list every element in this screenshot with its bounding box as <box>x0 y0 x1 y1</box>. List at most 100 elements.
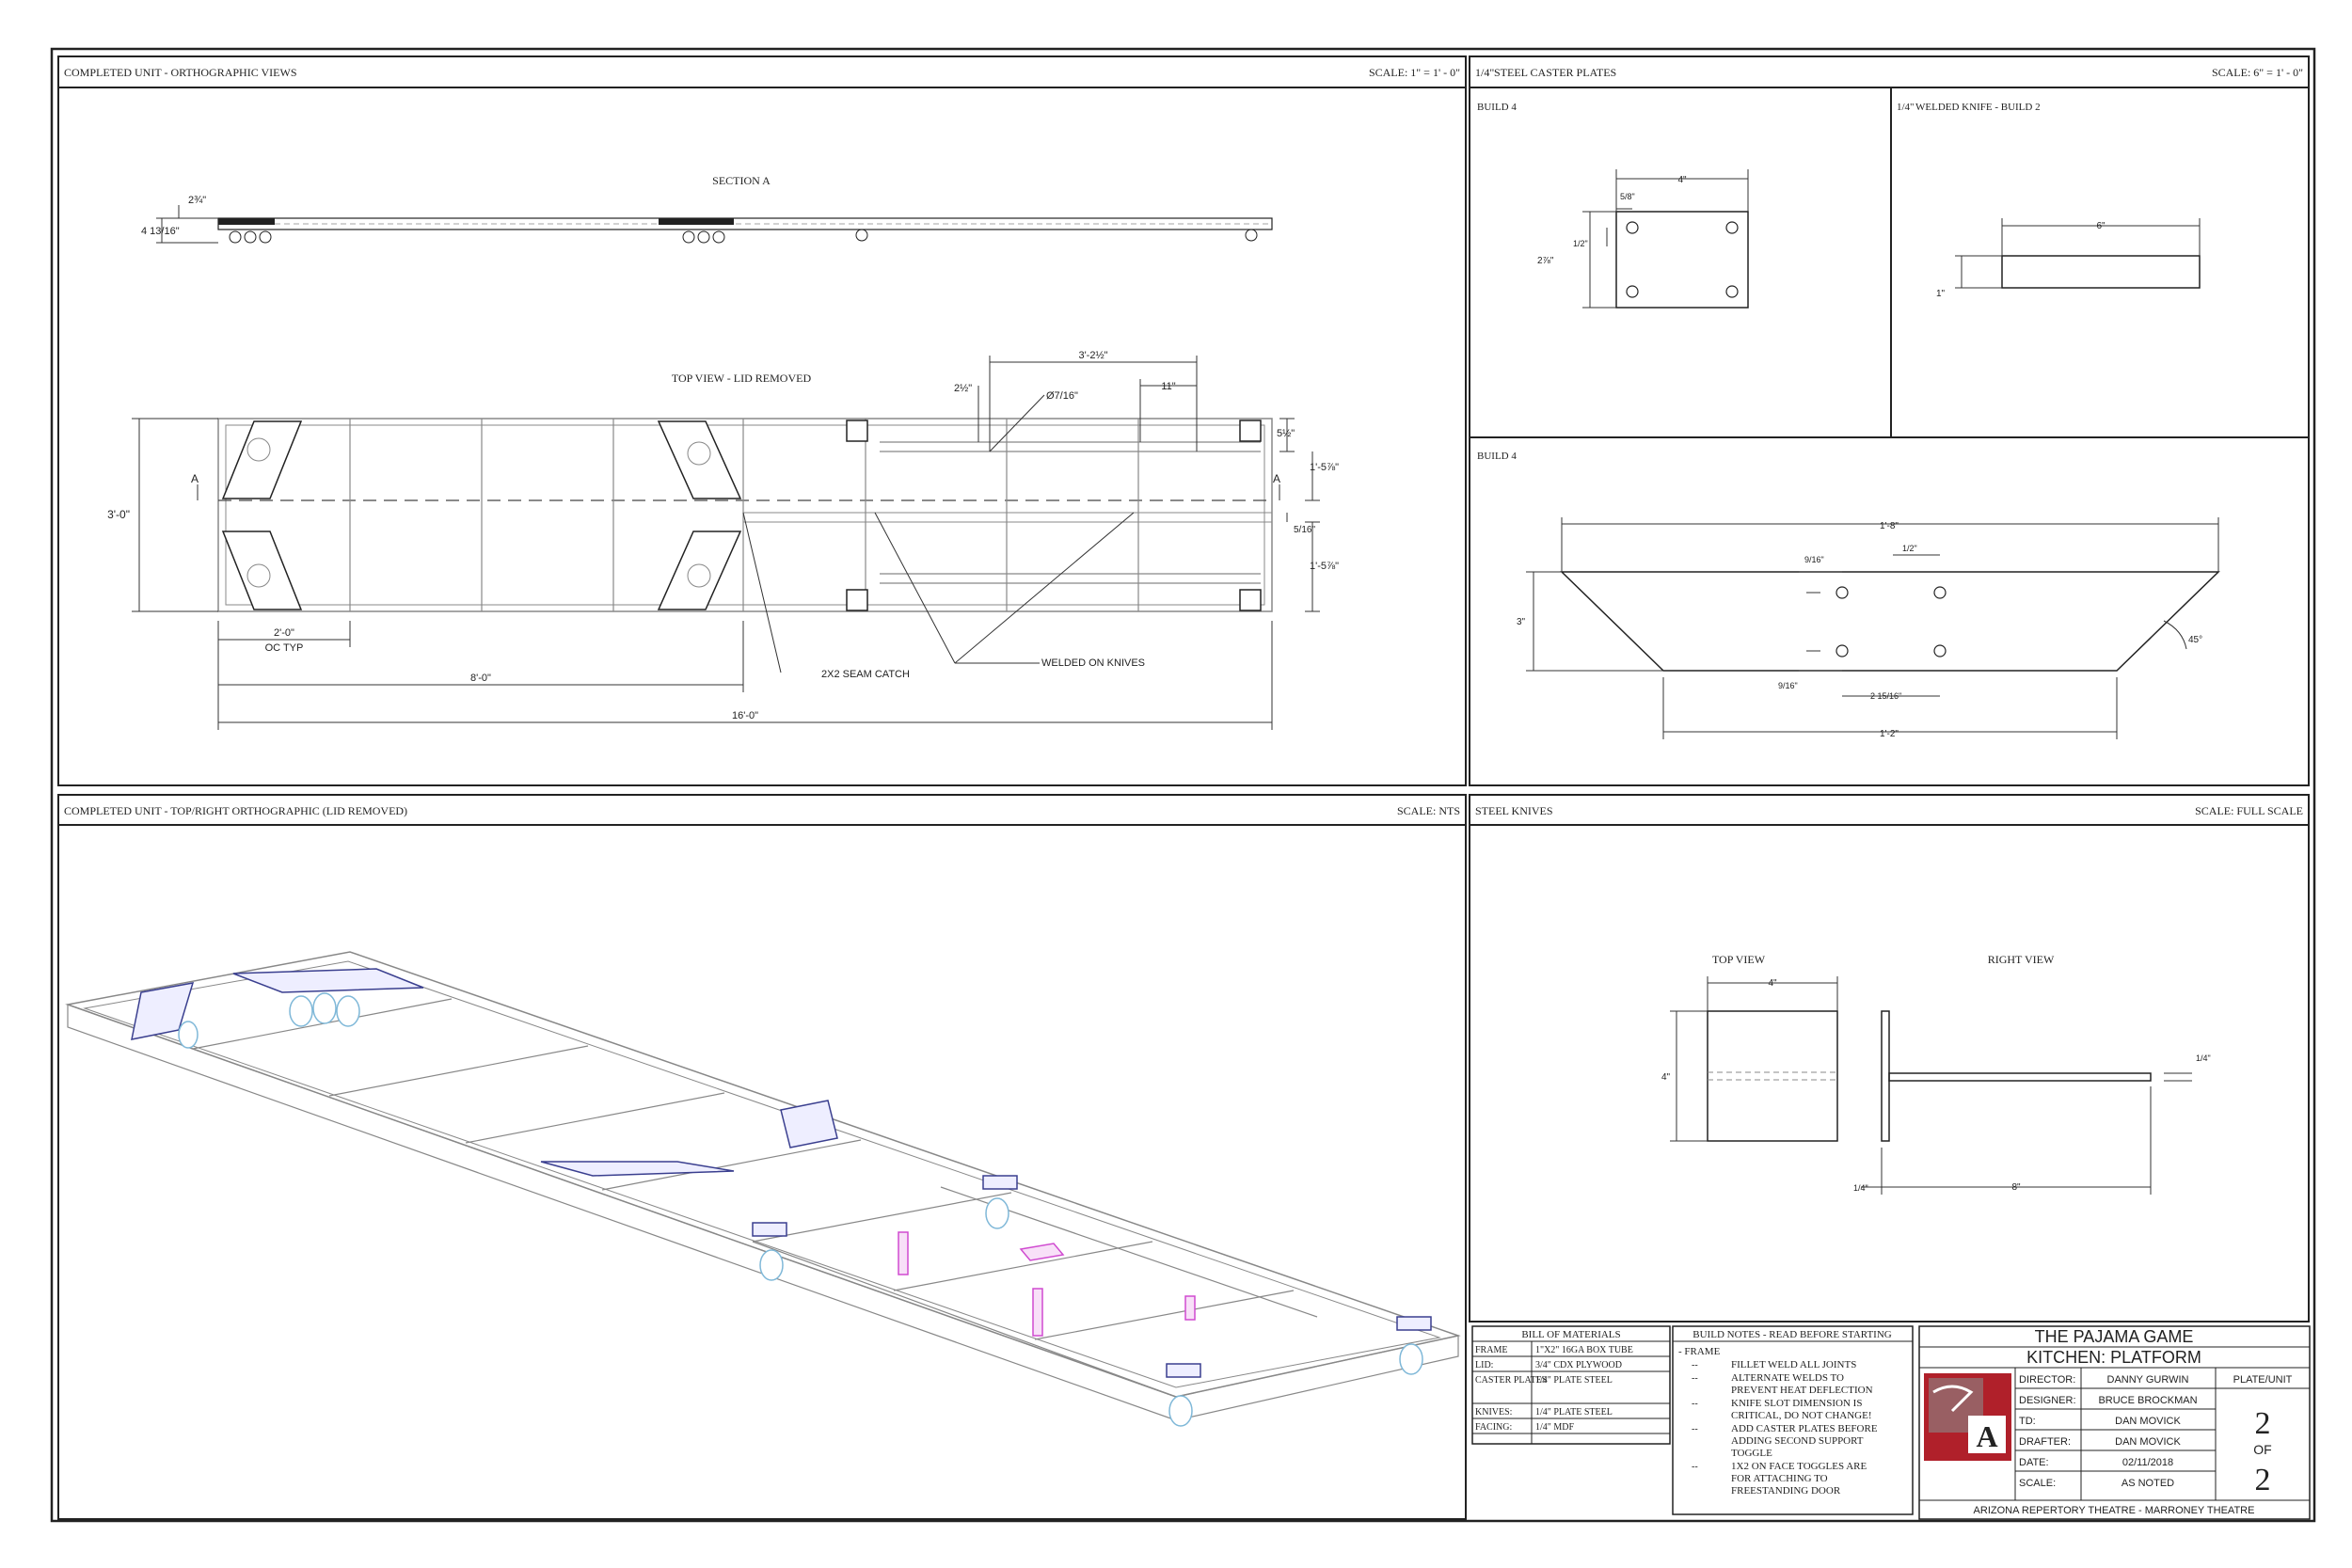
plate-total: 2 <box>2255 1463 2271 1497</box>
svg-text:--: -- <box>1692 1462 1698 1472</box>
plate-2-7-8: 2⅞" <box>1537 256 1554 266</box>
knife-height: 1" <box>1936 289 1946 299</box>
welded-knife-drawing: 6" 1" <box>1936 218 2201 299</box>
dim-2h: 2½" <box>954 383 972 394</box>
note-line: 1X2 ON FACE TOGGLES ARE <box>1731 1461 1867 1472</box>
dim-diameter: Ø7/16" <box>1046 390 1078 402</box>
theatre-footer: ARIZONA REPERTORY THEATRE - MARRONEY THE… <box>1974 1505 2255 1516</box>
trap-angle: 45° <box>2188 635 2202 645</box>
knife-thickness-a: 1/4" <box>2196 1053 2211 1063</box>
panel-title-frac: 1/4" <box>1475 66 1494 79</box>
plate-unit-label: PLATE/UNIT <box>2233 1374 2293 1386</box>
trap-2-15-16: 2 15/16" <box>1870 691 1901 701</box>
seam-catch-label: 2X2 SEAM CATCH <box>821 669 910 680</box>
knife-length: 8" <box>2011 1182 2021 1193</box>
bom-material: 1"X2" 16GA BOX TUBE <box>1535 1345 1633 1355</box>
dim-5h: 5½" <box>1277 428 1295 439</box>
show-title: THE PAJAMA GAME <box>2035 1327 2194 1346</box>
note-line: FILLET WELD ALL JOINTS <box>1731 1359 1856 1370</box>
knife-frac: 1/4" <box>1897 102 1915 113</box>
knife-length: 6" <box>2096 221 2106 231</box>
row-label: SCALE: <box>2019 1478 2056 1489</box>
build4-label-b: BUILD 4 <box>1477 451 1517 462</box>
bom-item: CASTER PLATES <box>1475 1375 1547 1386</box>
trap-9-16a: 9/16" <box>1804 555 1824 564</box>
dim-1-5-7-8a: 1'-5⅞" <box>1310 462 1339 473</box>
svg-text:--: -- <box>1692 1424 1698 1434</box>
title-block: THE PAJAMA GAME KITCHEN: PLATFORM A DIRE… <box>1918 1325 2311 1520</box>
bom-material: 1/4" PLATE STEEL <box>1535 1407 1613 1418</box>
dim-2-3-4: 2¾" <box>188 195 206 206</box>
row-value: BRUCE BROCKMAN <box>2098 1395 2197 1406</box>
knife-top-view-label: TOP VIEW <box>1712 953 1766 966</box>
trap-1-2: 1/2" <box>1902 544 1917 553</box>
note-line: FOR ATTACHING TO <box>1731 1473 1828 1484</box>
row-label: DATE: <box>2019 1457 2049 1468</box>
trap-bottom: 1'-2" <box>1880 729 1899 739</box>
panel-scale: SCALE: NTS <box>1397 804 1460 817</box>
svg-text:--: -- <box>1692 1373 1698 1384</box>
dim-4-13-16: 4 13/16" <box>141 226 180 237</box>
row-label: DRAFTER: <box>2019 1436 2071 1448</box>
row-label: TD: <box>2019 1416 2036 1427</box>
notes-heading: - FRAME <box>1678 1346 1721 1357</box>
knife-right-view: 8" 1/4" 1/4" <box>1853 1010 2211 1195</box>
build-notes: BUILD NOTES - READ BEFORE STARTING - FRA… <box>1672 1325 1914 1515</box>
top-view-frame <box>197 418 1280 612</box>
bom-title: BILL OF MATERIALS <box>1521 1329 1620 1340</box>
note-line: ADD CASTER PLATES BEFORE <box>1731 1423 1878 1434</box>
plate-width: 4" <box>1677 175 1687 185</box>
panel-title: COMPLETED UNIT - ORTHOGRAPHIC VIEWS <box>64 66 297 79</box>
trap-top: 1'-8" <box>1880 521 1899 531</box>
bom-item: KNIVES: <box>1475 1407 1512 1418</box>
row-label: DESIGNER: <box>2019 1395 2076 1406</box>
panel-scale: SCALE: FULL SCALE <box>2195 804 2303 817</box>
bom-item: FRAME <box>1475 1345 1507 1355</box>
plate-5-8: 5/8" <box>1620 192 1635 201</box>
bom-material: 1/4" PLATE STEEL <box>1535 1375 1613 1386</box>
note-line: PREVENT HEAT DEFLECTION <box>1731 1385 1873 1396</box>
build4-label-a: BUILD 4 <box>1477 102 1517 113</box>
knife-build2-label: WELDED KNIFE - BUILD 2 <box>1915 102 2041 113</box>
dim-3-0: 3'-0" <box>107 508 130 521</box>
row-value: AS NOTED <box>2122 1478 2174 1489</box>
knife-width: 4" <box>1768 978 1777 989</box>
dim-11: 11" <box>1161 381 1175 392</box>
panel-title: COMPLETED UNIT - TOP/RIGHT ORTHOGRAPHIC … <box>64 804 407 817</box>
logo-letter: A <box>1976 1419 1997 1453</box>
trap-9-16b: 9/16" <box>1778 681 1798 690</box>
bill-of-materials: BILL OF MATERIALS FRAME 1"X2" 16GA BOX T… <box>1471 1325 1671 1445</box>
row-value: DANNY GURWIN <box>2107 1374 2189 1386</box>
note-line: KNIFE SLOT DIMENSION IS <box>1731 1398 1862 1409</box>
notes-title: BUILD NOTES - READ BEFORE STARTING <box>1692 1329 1891 1340</box>
section-arrow-right: A <box>1273 472 1280 485</box>
dim-5-16: 5/16" <box>1294 525 1315 535</box>
welded-knives-label: WELDED ON KNIVES <box>1041 657 1145 669</box>
panel-scale: SCALE: 6" = 1' - 0" <box>2212 66 2303 79</box>
row-value: DAN MOVICK <box>2115 1436 2181 1448</box>
section-label: SECTION A <box>712 174 771 187</box>
plate-1-2: 1/2" <box>1573 239 1588 248</box>
section-a-elevation <box>156 205 1273 244</box>
dim-3-2h: 3'-2½" <box>1078 350 1107 361</box>
oc-typ: OC TYP <box>265 642 304 654</box>
note-line: FREESTANDING DOOR <box>1731 1485 1841 1497</box>
panel-orthographic: COMPLETED UNIT - ORTHOGRAPHIC VIEWS SCAL… <box>57 55 1467 786</box>
dim-16-0: 16'-0" <box>732 710 758 721</box>
trapezoid-plate-drawing: 1'-8" 1'-2" 3" 9/16" 1/2" 9/16" 2 15/16"… <box>1517 517 2220 739</box>
trap-height: 3" <box>1517 617 1526 627</box>
university-logo: A <box>1924 1373 2011 1461</box>
row-value: 02/11/2018 <box>2122 1457 2173 1468</box>
svg-text:--: -- <box>1692 1360 1698 1370</box>
knife-thickness-b: 1/4" <box>1853 1183 1868 1193</box>
svg-text:--: -- <box>1692 1399 1698 1409</box>
panel-steel-knives: STEEL KNIVES SCALE: FULL SCALE TOP VIEW … <box>1469 794 2310 1323</box>
section-arrow-left: A <box>191 472 199 485</box>
bom-item: LID: <box>1475 1360 1493 1370</box>
panel-caster-plates: 1/4" STEEL CASTER PLATES SCALE: 6" = 1' … <box>1469 55 2310 786</box>
dim-2-0: 2'-0" <box>274 627 294 639</box>
row-label: DIRECTOR: <box>2019 1374 2075 1386</box>
caster-plate-drawing: 4" 5/8" 1/2" 2⅞" <box>1537 169 1749 309</box>
bom-item: FACING: <box>1475 1422 1512 1433</box>
